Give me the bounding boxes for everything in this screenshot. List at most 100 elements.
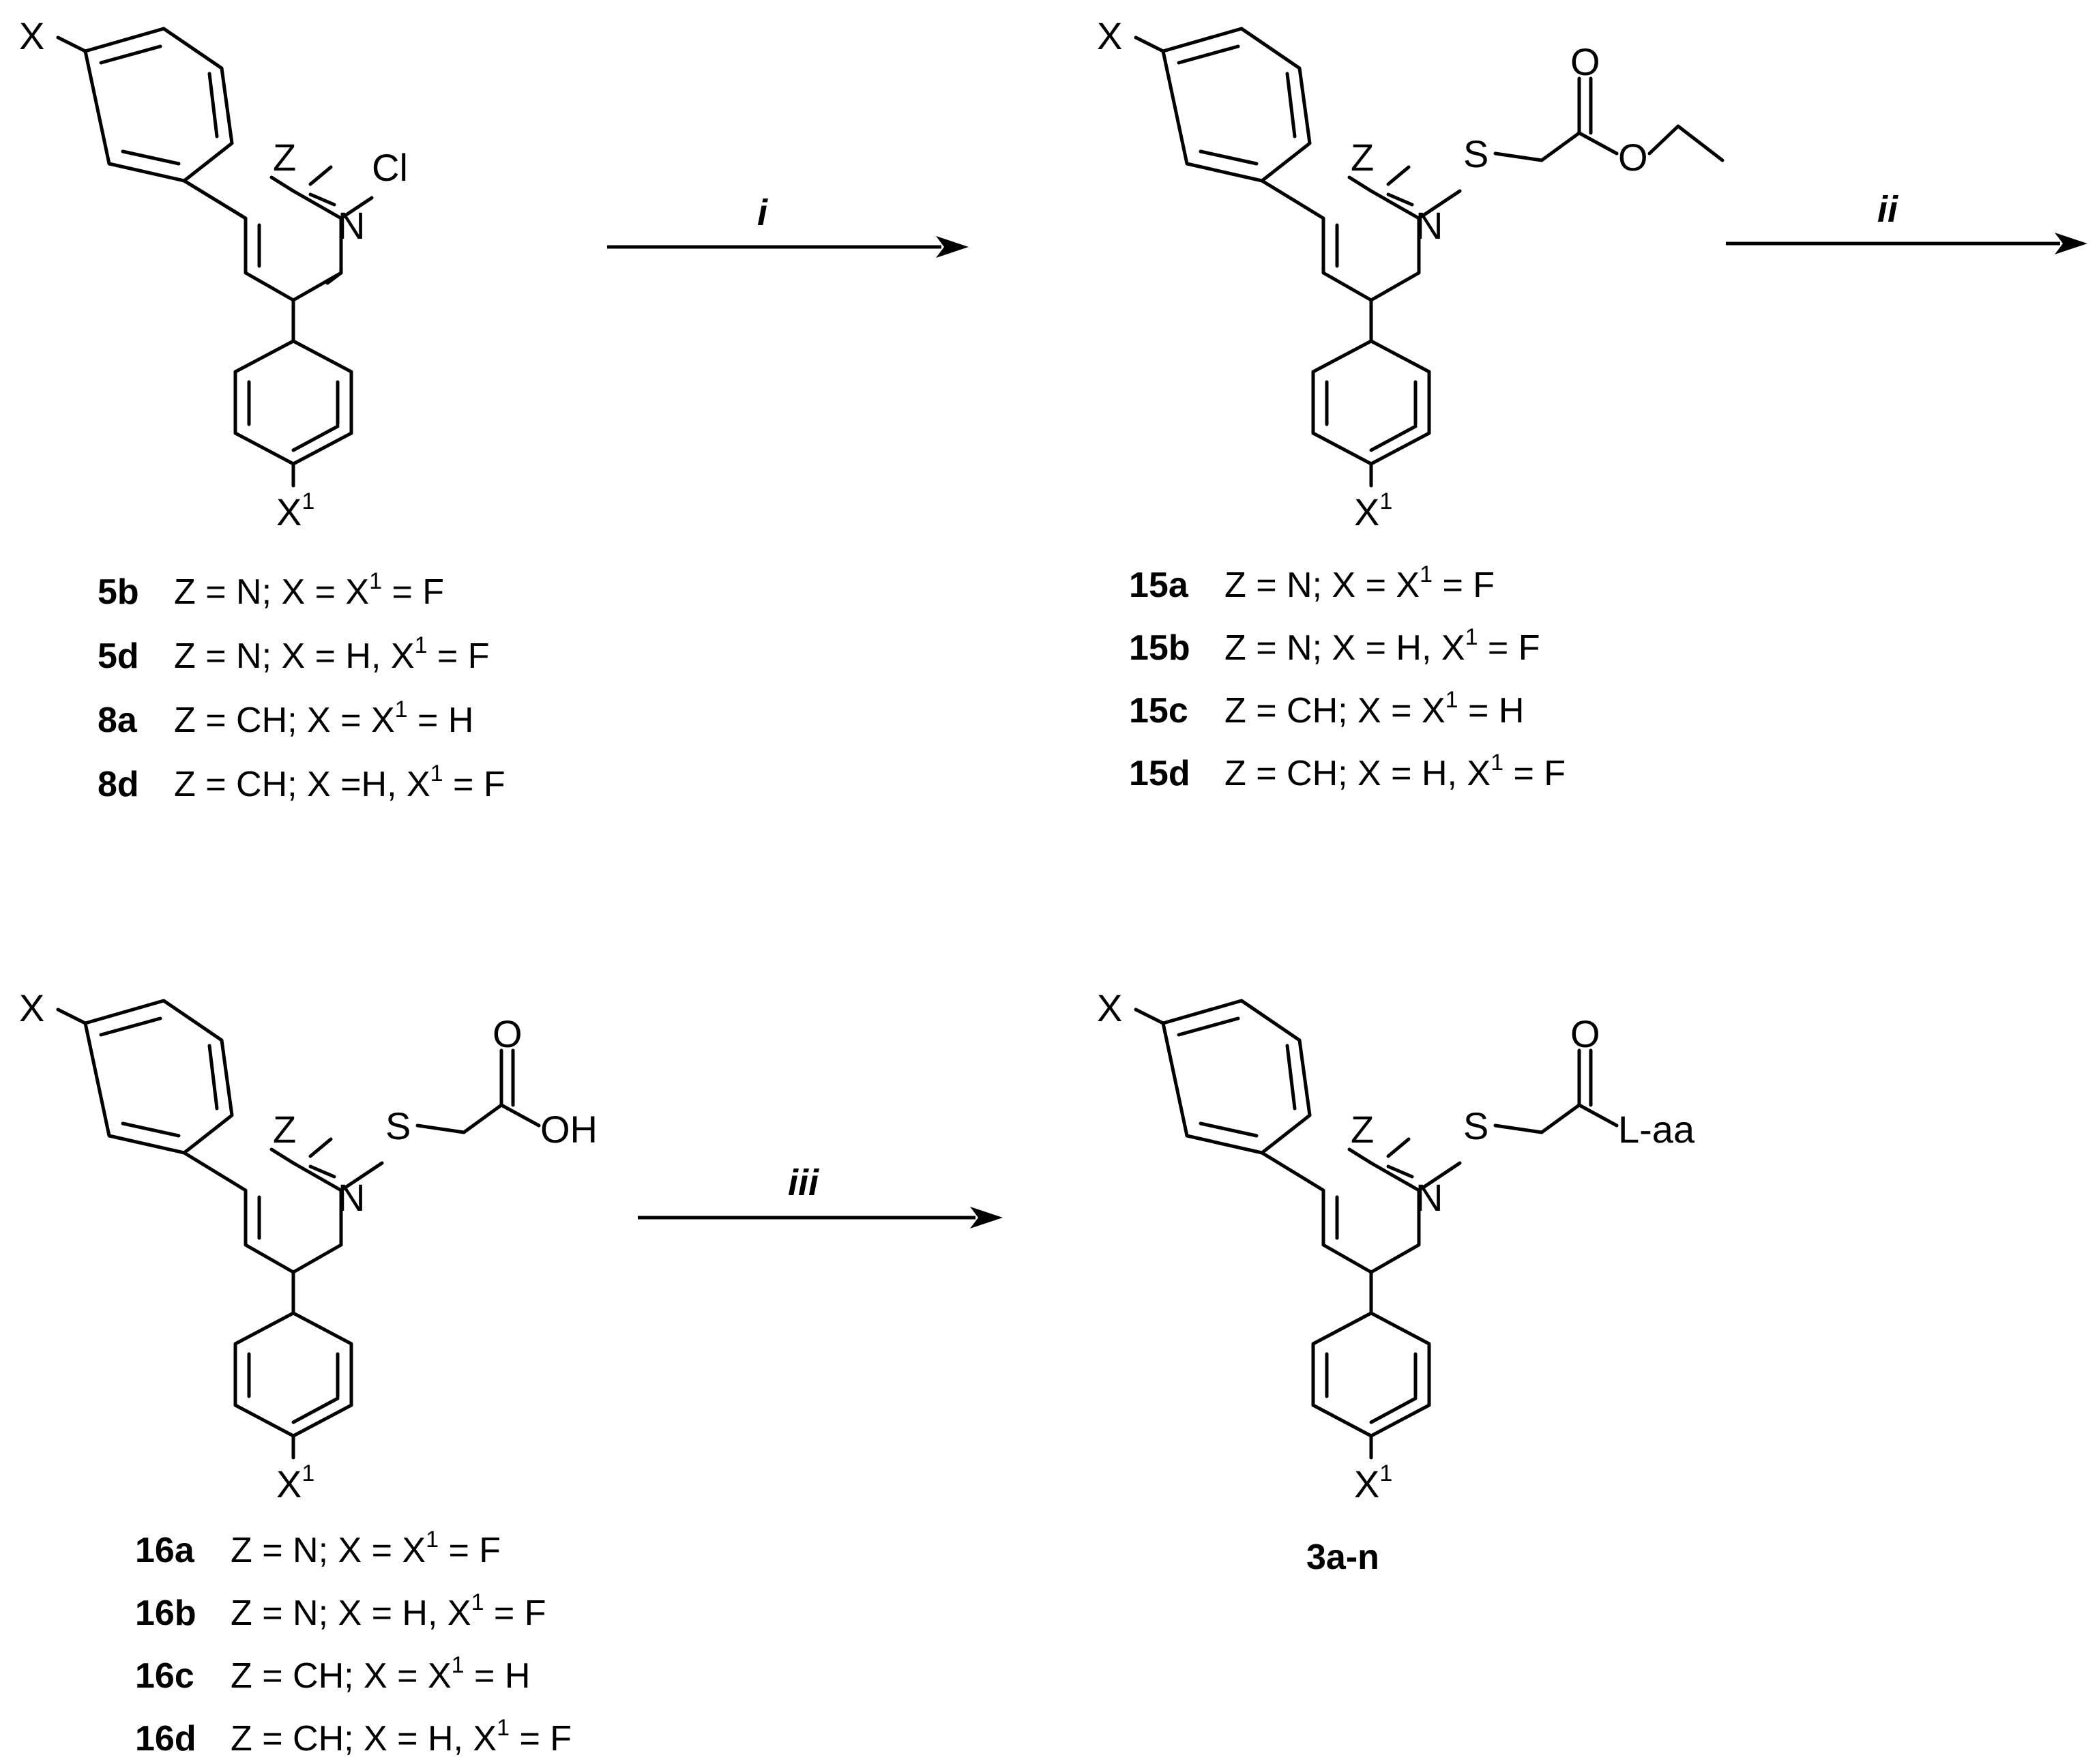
carbonyl-oxygen: O [1570, 40, 1600, 83]
substituent-value: = H [408, 701, 474, 740]
substituent-x: X [19, 986, 44, 1029]
reaction-arrow-step-1: i [607, 192, 969, 258]
superscript: 1 [452, 1652, 465, 1678]
superscript: 1 [1465, 624, 1478, 650]
compound-caption-16b: 16b Z = N; X = H, X1 = F [135, 1589, 546, 1633]
molecule-amino-acid-conjugate: X Z S O L-aa N X1 [1097, 986, 1695, 1505]
superscript: 1 [471, 1589, 484, 1615]
substituent-definition: Z = N; X = H, X [1224, 628, 1465, 668]
substituent-definition: Z = CH; X = H, X [1224, 754, 1491, 793]
carbonyl-oxygen: O [493, 1012, 523, 1055]
substituent-value: = H [1458, 691, 1525, 731]
superscript: 1 [426, 1527, 439, 1553]
substituent-definition: Z = N; X = X [231, 1531, 426, 1570]
compound-caption-15d: 15d Z = CH; X = H, X1 = F [1129, 750, 1566, 793]
molecule-thioacetic-acid: X Z S O OH N X1 [19, 986, 598, 1505]
substituent-x1: X1 [1354, 1460, 1392, 1505]
substituent-x1: X1 [1354, 488, 1392, 533]
reagent-label-iii: iii [788, 1162, 819, 1203]
compound-id: 15c [1129, 691, 1188, 731]
compound-id: 8d [98, 765, 139, 804]
compound-caption-3a-n: 3a-n [1306, 1538, 1379, 1577]
caption-group-d: 3a-n [1306, 1538, 1379, 1577]
compound-caption-8d: 8d Z = CH; X =H, X1 = F [98, 761, 505, 804]
superscript: 1 [415, 632, 428, 658]
substituent-value: = F [439, 1531, 501, 1570]
substituent-definition: Z = CH; X = X [1224, 691, 1445, 731]
compound-id: 8a [98, 701, 138, 740]
molecule-chloro-heteroarene: X Z Cl N X1 [19, 14, 408, 533]
reagent-label-ii: ii [1877, 189, 1898, 230]
compound-id: 15d [1129, 754, 1190, 793]
sulfur-atom: S [385, 1104, 411, 1147]
substituent-value: = F [1433, 565, 1495, 605]
superscript: 1 [497, 1715, 510, 1741]
substituent-value: = H [465, 1656, 531, 1696]
chlorine-atom: Cl [372, 146, 408, 189]
ring-atom-z: Z [1351, 1108, 1374, 1151]
compound-caption-15a: 15a Z = N; X = X1 = F [1129, 561, 1495, 605]
substituent-value: = F [510, 1719, 572, 1759]
amino-acid-residue: L-aa [1618, 1108, 1695, 1151]
substituent-x: X [1097, 14, 1122, 57]
substituent-value: = F [427, 636, 489, 676]
hydroxyl-group: OH [540, 1108, 598, 1151]
compound-id: 16c [135, 1656, 194, 1696]
substituent-definition: Z = CH; X = H, X [231, 1719, 497, 1759]
substituent-x: X [19, 14, 44, 57]
compound-id: 15b [1129, 628, 1190, 668]
ring-atom-z: Z [1351, 136, 1374, 179]
superscript: 1 [369, 568, 382, 594]
compound-id: 5d [98, 636, 139, 676]
substituent-definition: Z = N; X = H, X [231, 1593, 471, 1633]
substituent-value: = F [382, 572, 444, 612]
ring-nitrogen: N [338, 204, 365, 247]
ester-oxygen: O [1618, 136, 1648, 179]
compound-caption-16d: 16d Z = CH; X = H, X1 = F [135, 1715, 572, 1759]
substituent-value: = F [1503, 754, 1566, 793]
substituent-x: X [1097, 986, 1122, 1029]
reagent-label-i: i [757, 192, 768, 233]
substituent-definition: Z = N; X = X [1224, 565, 1420, 605]
superscript: 1 [1420, 561, 1433, 587]
compound-id: 5b [98, 572, 139, 612]
compound-caption-16c: 16c Z = CH; X = X1 = H [135, 1652, 530, 1696]
superscript: 1 [1445, 687, 1458, 713]
compound-caption-5d: 5d Z = N; X = H, X1 = F [98, 632, 490, 676]
compound-caption-16a: 16a Z = N; X = X1 = F [135, 1527, 501, 1570]
substituent-definition: Z = N; X = H, X [174, 636, 415, 676]
substituent-x1: X1 [276, 1460, 314, 1505]
substituent-definition: Z = N; X = X [174, 572, 369, 612]
compound-id: 16b [135, 1593, 196, 1633]
ring-nitrogen: N [1415, 204, 1443, 247]
ring-nitrogen: N [1415, 1176, 1443, 1219]
substituent-value: = F [1478, 628, 1540, 668]
compound-id: 16a [135, 1531, 195, 1570]
sulfur-atom: S [1463, 1104, 1488, 1147]
carbonyl-oxygen: O [1570, 1012, 1600, 1055]
substituent-definition: Z = CH; X =H, X [174, 765, 430, 804]
superscript: 1 [430, 761, 443, 787]
compound-id: 16d [135, 1719, 196, 1759]
ring-atom-z: Z [273, 1108, 296, 1151]
compound-caption-5b: 5b Z = N; X = X1 = F [98, 568, 444, 612]
compound-caption-15c: 15c Z = CH; X = X1 = H [1129, 687, 1524, 731]
reaction-arrow-step-2: ii [1726, 189, 2087, 254]
superscript: 1 [1491, 750, 1503, 776]
sulfur-atom: S [1463, 132, 1488, 175]
superscript: 1 [395, 696, 408, 722]
molecule-thioacetate-ester: X Z S O O N X1 [1097, 14, 1724, 533]
substituent-x1: X1 [276, 488, 314, 533]
compound-caption-8a: 8a Z = CH; X = X1 = H [98, 696, 473, 740]
substituent-value: = F [484, 1593, 546, 1633]
ring-nitrogen: N [338, 1176, 365, 1219]
substituent-definition: Z = CH; X = X [174, 701, 395, 740]
substituent-definition: Z = CH; X = X [231, 1656, 452, 1696]
substituent-value: = F [443, 765, 505, 804]
compound-id: 15a [1129, 565, 1189, 605]
compound-id: 3a-n [1306, 1538, 1379, 1577]
